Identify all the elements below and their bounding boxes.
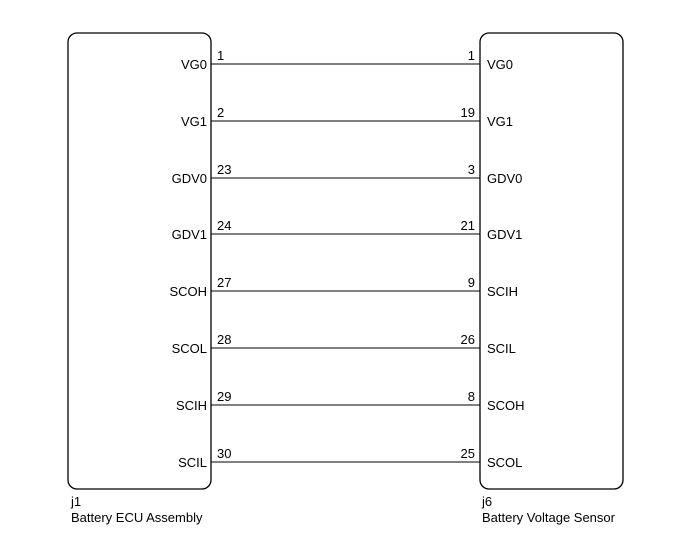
left-pin-label: SCOH — [169, 284, 207, 299]
right-pin-label: GDV0 — [487, 171, 522, 186]
left-pin-label: SCIH — [176, 398, 207, 413]
left-pin-number: 29 — [217, 389, 231, 404]
right-pin-label: VG1 — [487, 114, 513, 129]
left-pin-number: 30 — [217, 446, 231, 461]
left-component-box — [67, 32, 212, 490]
left-pin-number: 2 — [217, 105, 224, 120]
right-connector-code: j6 — [481, 494, 492, 509]
right-pin-number: 25 — [461, 446, 475, 461]
right-pin-label: SCIH — [487, 284, 518, 299]
right-component-name: Battery Voltage Sensor — [482, 510, 616, 525]
right-pin-number: 9 — [468, 275, 475, 290]
right-pin-label: SCOL — [487, 455, 522, 470]
left-pin-label: SCIL — [178, 455, 207, 470]
right-component-box — [479, 32, 624, 490]
left-pin-number: 24 — [217, 218, 231, 233]
left-pin-number: 27 — [217, 275, 231, 290]
right-pin-number: 1 — [468, 48, 475, 63]
right-pin-label: GDV1 — [487, 227, 522, 242]
left-pin-label: GDV1 — [172, 227, 207, 242]
right-pin-number: 26 — [461, 332, 475, 347]
right-pin-label: VG0 — [487, 57, 513, 72]
right-pin-number: 3 — [468, 162, 475, 177]
left-pin-number: 28 — [217, 332, 231, 347]
right-pin-label: SCOH — [487, 398, 525, 413]
left-pin-label: VG0 — [181, 57, 207, 72]
left-component-name: Battery ECU Assembly — [71, 510, 203, 525]
right-pin-number: 21 — [461, 218, 475, 233]
right-pin-number: 19 — [461, 105, 475, 120]
left-pin-label: VG1 — [181, 114, 207, 129]
right-pin-label: SCIL — [487, 341, 516, 356]
left-pin-label: GDV0 — [172, 171, 207, 186]
left-pin-number: 23 — [217, 162, 231, 177]
left-connector-code: j1 — [70, 494, 81, 509]
right-pin-number: 8 — [468, 389, 475, 404]
left-pin-number: 1 — [217, 48, 224, 63]
left-pin-label: SCOL — [172, 341, 207, 356]
